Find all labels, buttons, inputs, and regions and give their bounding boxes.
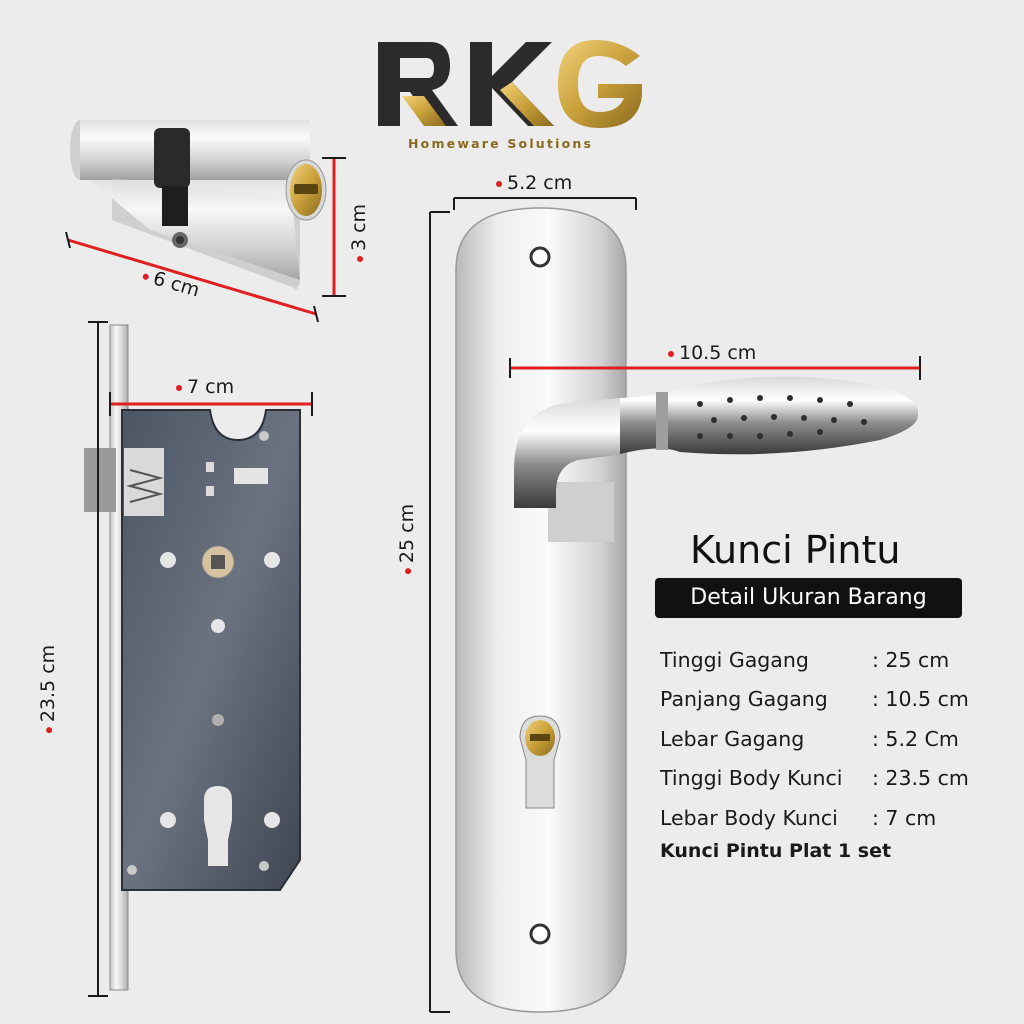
spec-row: Lebar Body Kunci : 7 cm [660, 798, 1000, 838]
rkg-logo [378, 40, 642, 128]
plate-width-label: 5.2 cm [496, 172, 572, 194]
plate-height-label: 25 cm [396, 504, 418, 575]
red-dot-icon [176, 384, 182, 391]
red-dot-icon [45, 727, 52, 734]
cylinder-dimension-lines [65, 157, 346, 323]
spec-row: Lebar Gagang : 5.2 Cm [660, 719, 1000, 759]
logo-tagline: Homeware Solutions [408, 136, 594, 151]
spec-key: Lebar Gagang [660, 726, 805, 751]
spec-key: Panjang Gagang [660, 687, 828, 712]
door-handle-plate-image [455, 207, 919, 1013]
lock-body-width-label: 7 cm [176, 376, 234, 398]
package-contents-note: Kunci Pintu Plat 1 set [660, 840, 892, 862]
lock-body-height-label: 23.5 cm [37, 645, 59, 734]
lock-body-dimension-lines [88, 321, 313, 997]
spec-row: Tinggi Gagang : 25 cm [660, 640, 1000, 680]
spec-row: Panjang Gagang : 10.5 cm [660, 680, 1000, 720]
handle-dimension-lines [429, 197, 921, 1013]
section-heading-badge: Detail Ukuran Barang [655, 578, 962, 618]
red-dot-icon [142, 272, 150, 281]
lock-cylinder-image [70, 120, 327, 290]
spec-value: : 5.2 Cm [872, 726, 959, 751]
red-dot-icon [356, 256, 363, 263]
cylinder-height-label: 3 cm [348, 204, 370, 263]
spec-key: Lebar Body Kunci [660, 805, 838, 830]
spec-row: Tinggi Body Kunci : 23.5 cm [660, 759, 1000, 799]
spec-key: Tinggi Body Kunci [660, 766, 843, 791]
spec-list: Tinggi Gagang : 25 cm Panjang Gagang : 1… [660, 640, 1000, 838]
red-dot-icon [404, 568, 411, 575]
spec-value: : 25 cm [872, 647, 950, 672]
spec-key: Tinggi Gagang [660, 647, 809, 672]
spec-value: : 10.5 cm [872, 687, 969, 712]
lever-length-label: 10.5 cm [668, 342, 756, 364]
spec-value: : 23.5 cm [872, 766, 969, 791]
product-title: Kunci Pintu [690, 528, 901, 572]
red-dot-icon [496, 180, 502, 187]
mortise-lock-body-image [84, 324, 301, 991]
spec-value: : 7 cm [872, 805, 937, 830]
red-dot-icon [668, 350, 674, 357]
